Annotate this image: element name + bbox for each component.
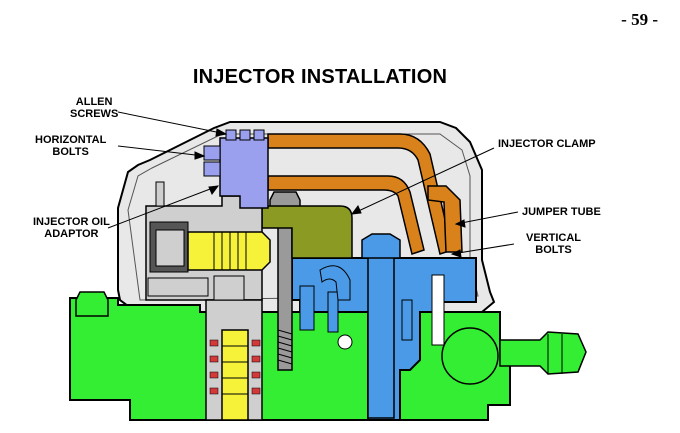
allen-screws xyxy=(225,129,265,141)
injector-oil-adaptor xyxy=(187,231,271,271)
allen-screw xyxy=(253,129,265,141)
label-horizontal-bolts: HORIZONTAL BOLTS xyxy=(35,134,107,158)
diagram-title: INJECTOR INSTALLATION xyxy=(192,66,448,88)
label-injector-clamp: INJECTOR CLAMP xyxy=(498,138,596,150)
vertical-bolt xyxy=(367,247,395,419)
injector-plunger xyxy=(299,285,315,331)
horizontal-bolts xyxy=(203,145,221,177)
jumper-tube-lower xyxy=(267,175,425,255)
cover-stud xyxy=(155,181,165,207)
allen-screw xyxy=(239,129,251,141)
jumper-tube-fitting xyxy=(427,185,463,253)
fuel-gallery xyxy=(441,327,499,385)
injector-tip xyxy=(221,329,249,421)
page-number: - 59 - xyxy=(621,10,658,29)
horizontal-bolt xyxy=(203,161,221,177)
adaptor-block xyxy=(219,137,269,209)
label-allen-screws: ALLEN SCREWS xyxy=(70,96,119,120)
injector-clamp xyxy=(261,205,353,259)
fuel-connector xyxy=(499,331,587,375)
injector-rack xyxy=(431,274,445,346)
allen-screw xyxy=(225,129,237,141)
label-vertical-bolts: VERTICAL BOLTS xyxy=(526,232,581,256)
jumper-tube-upper xyxy=(267,133,453,255)
label-jumper-tube: JUMPER TUBE xyxy=(522,206,601,218)
label-injector-oil-adaptor: INJECTOR OIL ADAPTOR xyxy=(33,216,110,240)
head-left-bolt xyxy=(75,291,109,317)
horizontal-bolt xyxy=(203,145,221,161)
